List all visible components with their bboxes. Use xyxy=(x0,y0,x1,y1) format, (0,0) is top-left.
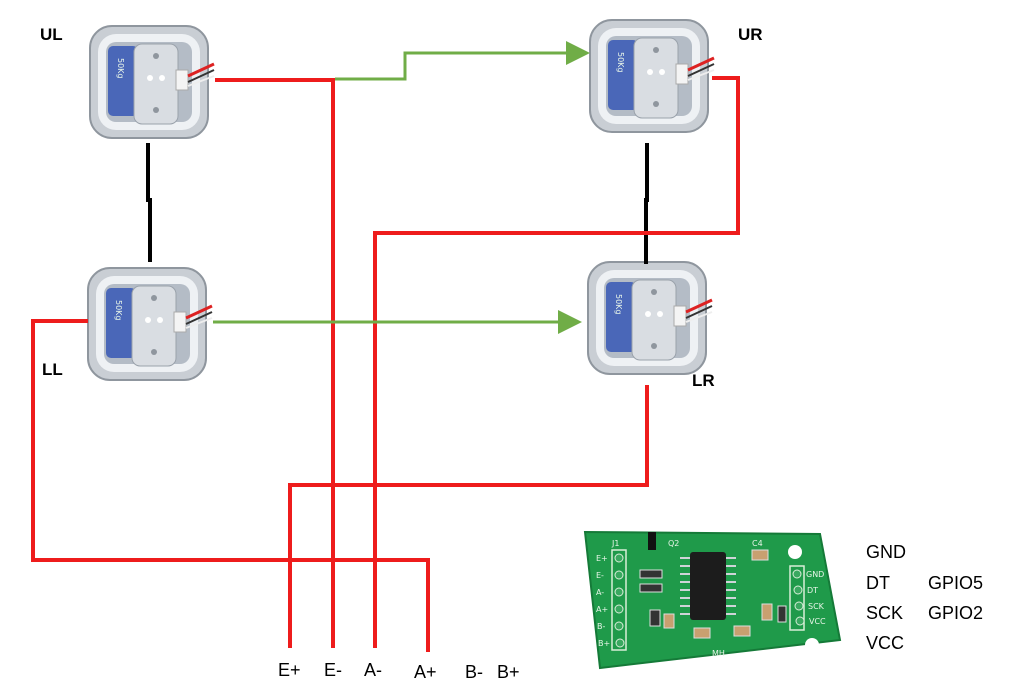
label-lr: LR xyxy=(692,371,715,390)
wire-ul-ll xyxy=(146,143,152,262)
label-ll: LL xyxy=(42,360,63,379)
pin-dt: DT xyxy=(866,573,890,593)
pin-sck-gpio: GPIO2 xyxy=(928,603,983,623)
terminal-e-minus: E- xyxy=(324,660,342,680)
terminal-a-plus: A+ xyxy=(414,662,437,682)
load-cell-ur xyxy=(588,18,716,134)
svg-text:B-: B- xyxy=(597,622,605,631)
wire-lr-e-plus xyxy=(288,385,649,648)
wire-ur-a-minus xyxy=(373,76,740,648)
pin-sck: SCK xyxy=(866,603,903,623)
wire-ul-e-minus xyxy=(215,78,335,648)
wire-ll-a-plus xyxy=(31,319,430,652)
svg-text:E-: E- xyxy=(596,571,604,580)
svg-text:A+: A+ xyxy=(596,605,608,614)
hx711-board: E+ E- A- A+ B- B+ J1 GND DT SCK VCC Q2 C… xyxy=(583,530,842,670)
terminal-b-minus: B- xyxy=(465,662,483,682)
svg-text:B+: B+ xyxy=(598,639,610,648)
svg-text:SCK: SCK xyxy=(808,602,825,611)
label-ur: UR xyxy=(738,25,763,44)
terminal-a-minus: A- xyxy=(364,660,382,680)
svg-text:Q2: Q2 xyxy=(668,539,679,548)
svg-text:C4: C4 xyxy=(752,539,763,548)
svg-text:A-: A- xyxy=(596,588,604,597)
terminal-e-plus: E+ xyxy=(278,660,301,680)
load-cell-lr xyxy=(586,260,714,376)
pin-dt-gpio: GPIO5 xyxy=(928,573,983,593)
load-cell-ul xyxy=(88,24,216,140)
label-ul: UL xyxy=(40,25,63,44)
pin-vcc: VCC xyxy=(866,633,904,653)
svg-text:GND: GND xyxy=(806,570,824,579)
load-cell-ll xyxy=(86,266,214,382)
svg-text:J1: J1 xyxy=(611,539,619,548)
svg-text:DT: DT xyxy=(807,586,818,595)
svg-text:VCC: VCC xyxy=(809,617,826,626)
wire-ur-lr xyxy=(644,143,649,264)
svg-text:E+: E+ xyxy=(596,554,608,563)
svg-text:MH: MH xyxy=(712,649,725,658)
wire-ul-ur-signal xyxy=(335,41,590,81)
pin-gnd: GND xyxy=(866,542,906,562)
terminal-b-plus: B+ xyxy=(497,662,520,682)
